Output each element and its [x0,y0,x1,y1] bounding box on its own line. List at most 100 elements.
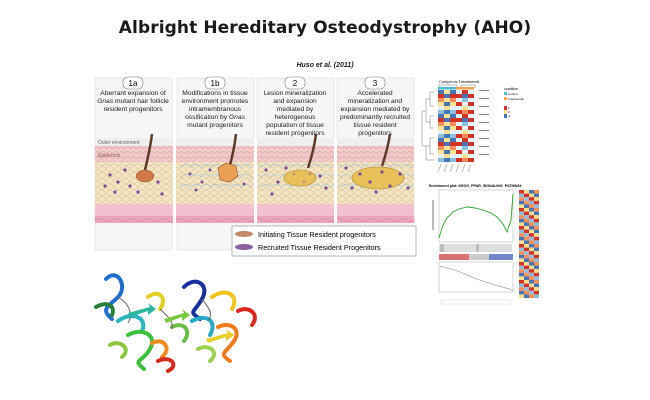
heatmap-cell [456,90,462,94]
heatmap-row-labels [479,90,489,155]
heatmap-cell [450,126,456,130]
heatmap-cell [438,106,444,110]
heatmap-cell [468,158,474,162]
heatmap-cell [468,102,474,106]
heatmap-cell [456,130,462,134]
gsea-side-cell [524,283,529,288]
hair-follicle-1a [103,133,164,196]
heatmap-cell [456,138,462,142]
gsea-side-cell [534,290,539,295]
gsea-side-heatmap [519,190,539,298]
heatmap-cell [450,114,456,118]
heatmap-cell [444,110,450,114]
gsea-side-cell [534,280,539,284]
heatmap-cell [444,142,450,146]
gsea-side-cell [534,233,539,237]
heatmap-cell [456,146,462,150]
heatmap-cell [444,126,450,130]
heatmap-cell [462,130,468,134]
heatmap-cell [444,150,450,154]
gsea-side-cell [529,222,534,226]
heatmap-cell [468,90,474,94]
heatmap-cell [456,114,462,118]
heatmap-cell [450,142,456,146]
gsea-side-cell [519,211,524,216]
heatmap-cell [444,114,450,118]
heatmap-cell [438,130,444,134]
gsea-side-cell [529,208,534,212]
heatmap-cell [456,110,462,114]
heatmap-cell [468,122,474,126]
gsea-side-cell [524,294,529,298]
gsea-side-cell [534,215,539,219]
heatmap-cell [444,102,450,106]
gsea-side-cell [519,287,524,291]
gsea-side-cell [519,290,524,295]
svg-text:1: 1 [508,106,510,110]
gsea-side-cell [519,233,524,237]
heatmap-cell [438,138,444,142]
gsea-side-cell [524,197,529,201]
heatmap-cell [462,98,468,102]
heatmap-cell [456,126,462,130]
stage-description: Aberrant expansion of Gnas mutant hair f… [97,90,169,113]
gsea-legend [440,299,512,305]
heatmap-condition-cell [468,87,474,90]
gsea-side-cell [529,287,534,291]
gsea-side-cell [529,226,534,230]
gsea-side-cell [534,287,539,291]
gsea-side-cell [529,272,534,277]
heatmap-cell [450,90,456,94]
heatmap-cell [462,154,468,158]
gsea-side-cell [529,193,534,198]
heatmap-cell [462,106,468,110]
heatmap-cell [450,134,456,138]
heatmap-cell [438,90,444,94]
citation: Huso et al. (2011) [296,62,354,69]
heatmap-cell [438,146,444,150]
heatmap-cell [444,106,450,110]
gsea-side-cell [529,276,534,280]
heatmap-cell [456,98,462,102]
gsea-side-cell [534,247,539,252]
expression-heatmap: Control-vs-TreatmentA condition Control … [421,79,524,173]
heatmap-cell [468,118,474,122]
legend-initiating-label: Initiating Tissue Resident progenitors [258,230,376,239]
gsea-side-cell [524,240,529,244]
gsea-side-cell [519,272,524,277]
heatmap-cell [456,150,462,154]
heatmap-condition-cell [462,87,468,90]
gsea-side-cell [534,208,539,212]
gsea-side-cell [519,258,524,262]
gsea-side-cell [519,208,524,212]
gsea-side-cell [519,251,524,255]
stage-description: Accelerated mineralization and expansion… [340,90,410,137]
gnas-protein-structure-image [94,273,257,373]
gsea-side-cell [519,218,524,223]
gsea-side-cell [519,276,524,280]
gsea-side-cell [524,269,529,273]
gsea-side-cell [534,222,539,226]
heatmap-cell [462,146,468,150]
gsea-side-cell [534,226,539,230]
gsea-hit-markers [439,244,512,252]
gsea-side-cell [529,244,534,248]
heatmap-cell [450,106,456,110]
heatmap-cell [462,90,468,94]
heatmap-cell [468,114,474,118]
heatmap-cell [444,94,450,98]
gsea-side-cell [529,233,534,237]
heatmap-cell [438,158,444,162]
legend-recruited-label: Recruited Tissue Resident Progenitors [258,243,381,252]
heatmap-cell [462,114,468,118]
heatmap-cell [444,146,450,150]
stage-badge: 1a [122,76,144,90]
gsea-side-cell [529,294,534,298]
gsea-side-cell [519,229,524,234]
gsea-side-cell [519,200,524,205]
gsea-side-cell [524,258,529,262]
gsea-side-cell [534,265,539,270]
gsea-side-cell [524,276,529,280]
gsea-side-cell [519,197,524,201]
gsea-side-cell [534,272,539,277]
